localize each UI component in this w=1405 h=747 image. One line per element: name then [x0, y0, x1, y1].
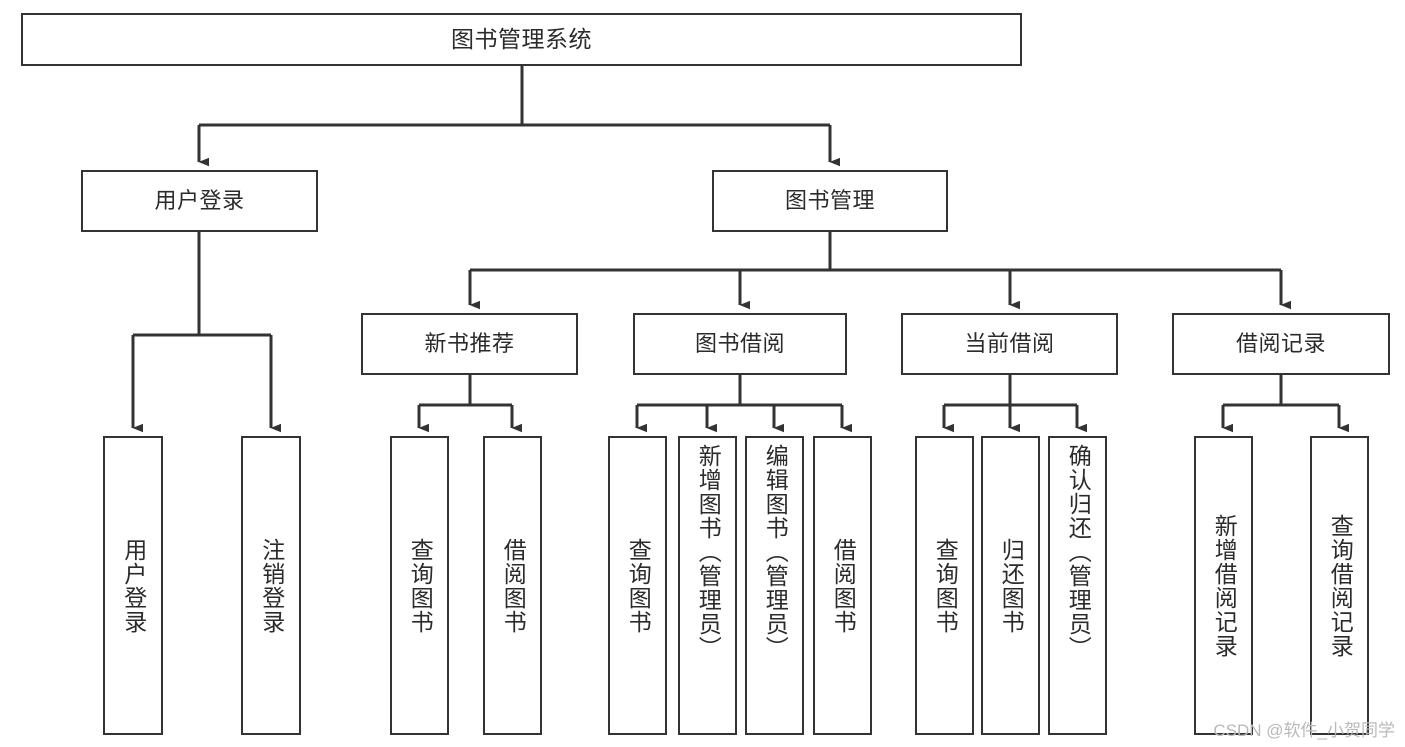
leaf-user-login[interactable]: 用户登录: [103, 436, 163, 735]
leaf-current-query-book-label: 查询图书: [932, 537, 959, 634]
leaf-newbook-query-book[interactable]: 查询图书: [390, 436, 449, 735]
leaf-return-book[interactable]: 归还图书: [981, 436, 1040, 735]
node-user-login-label: 用户登录: [154, 188, 245, 214]
node-book-borrow-label: 图书借阅: [694, 331, 785, 357]
leaf-add-book-admin-label: 新增图书（管理员）: [695, 444, 722, 660]
node-current-borrow-label: 当前借阅: [964, 331, 1055, 357]
node-user-login[interactable]: 用户登录: [81, 170, 318, 232]
leaf-borrow-book[interactable]: 借阅图书: [813, 436, 872, 735]
leaf-borrow-book-label: 借阅图书: [830, 537, 857, 634]
node-book-borrow[interactable]: 图书借阅: [633, 313, 847, 375]
node-root[interactable]: 图书管理系统: [21, 13, 1022, 66]
leaf-add-borrow-record[interactable]: 新增借阅记录: [1194, 436, 1253, 735]
leaf-edit-book-admin-label: 编辑图书（管理员）: [762, 444, 789, 660]
watermark-text: CSDN @软件_小贺同学: [1213, 721, 1395, 740]
leaf-logout-login[interactable]: 注销登录: [241, 436, 301, 735]
node-borrow-record[interactable]: 借阅记录: [1172, 313, 1390, 375]
leaf-newbook-query-book-label: 查询图书: [407, 537, 434, 634]
leaf-current-query-book[interactable]: 查询图书: [915, 436, 974, 735]
leaf-edit-book-admin[interactable]: 编辑图书（管理员）: [745, 436, 804, 735]
node-borrow-record-label: 借阅记录: [1235, 331, 1326, 357]
leaf-return-book-label: 归还图书: [998, 537, 1025, 634]
leaf-query-borrow-record-label: 查询借阅记录: [1327, 513, 1354, 658]
node-new-book-recommend[interactable]: 新书推荐: [361, 313, 578, 375]
leaf-logout-login-label: 注销登录: [258, 537, 285, 634]
leaf-add-book-admin[interactable]: 新增图书（管理员）: [678, 436, 737, 735]
leaf-borrow-query-book[interactable]: 查询图书: [608, 436, 667, 735]
leaf-add-borrow-record-label: 新增借阅记录: [1211, 513, 1238, 658]
leaf-user-login-label: 用户登录: [120, 537, 147, 634]
leaf-newbook-borrow-book-label: 借阅图书: [500, 537, 527, 634]
node-book-management[interactable]: 图书管理: [712, 170, 948, 232]
leaf-confirm-return-admin-label: 确认归还（管理员）: [1065, 444, 1092, 660]
leaf-query-borrow-record[interactable]: 查询借阅记录: [1310, 436, 1369, 735]
leaf-borrow-query-book-label: 查询图书: [625, 537, 652, 634]
leaf-confirm-return-admin[interactable]: 确认归还（管理员）: [1048, 436, 1107, 735]
node-root-label: 图书管理系统: [451, 25, 592, 52]
node-new-book-recommend-label: 新书推荐: [424, 331, 515, 357]
leaf-newbook-borrow-book[interactable]: 借阅图书: [483, 436, 542, 735]
node-book-management-label: 图书管理: [784, 188, 875, 214]
node-current-borrow[interactable]: 当前借阅: [901, 313, 1118, 375]
